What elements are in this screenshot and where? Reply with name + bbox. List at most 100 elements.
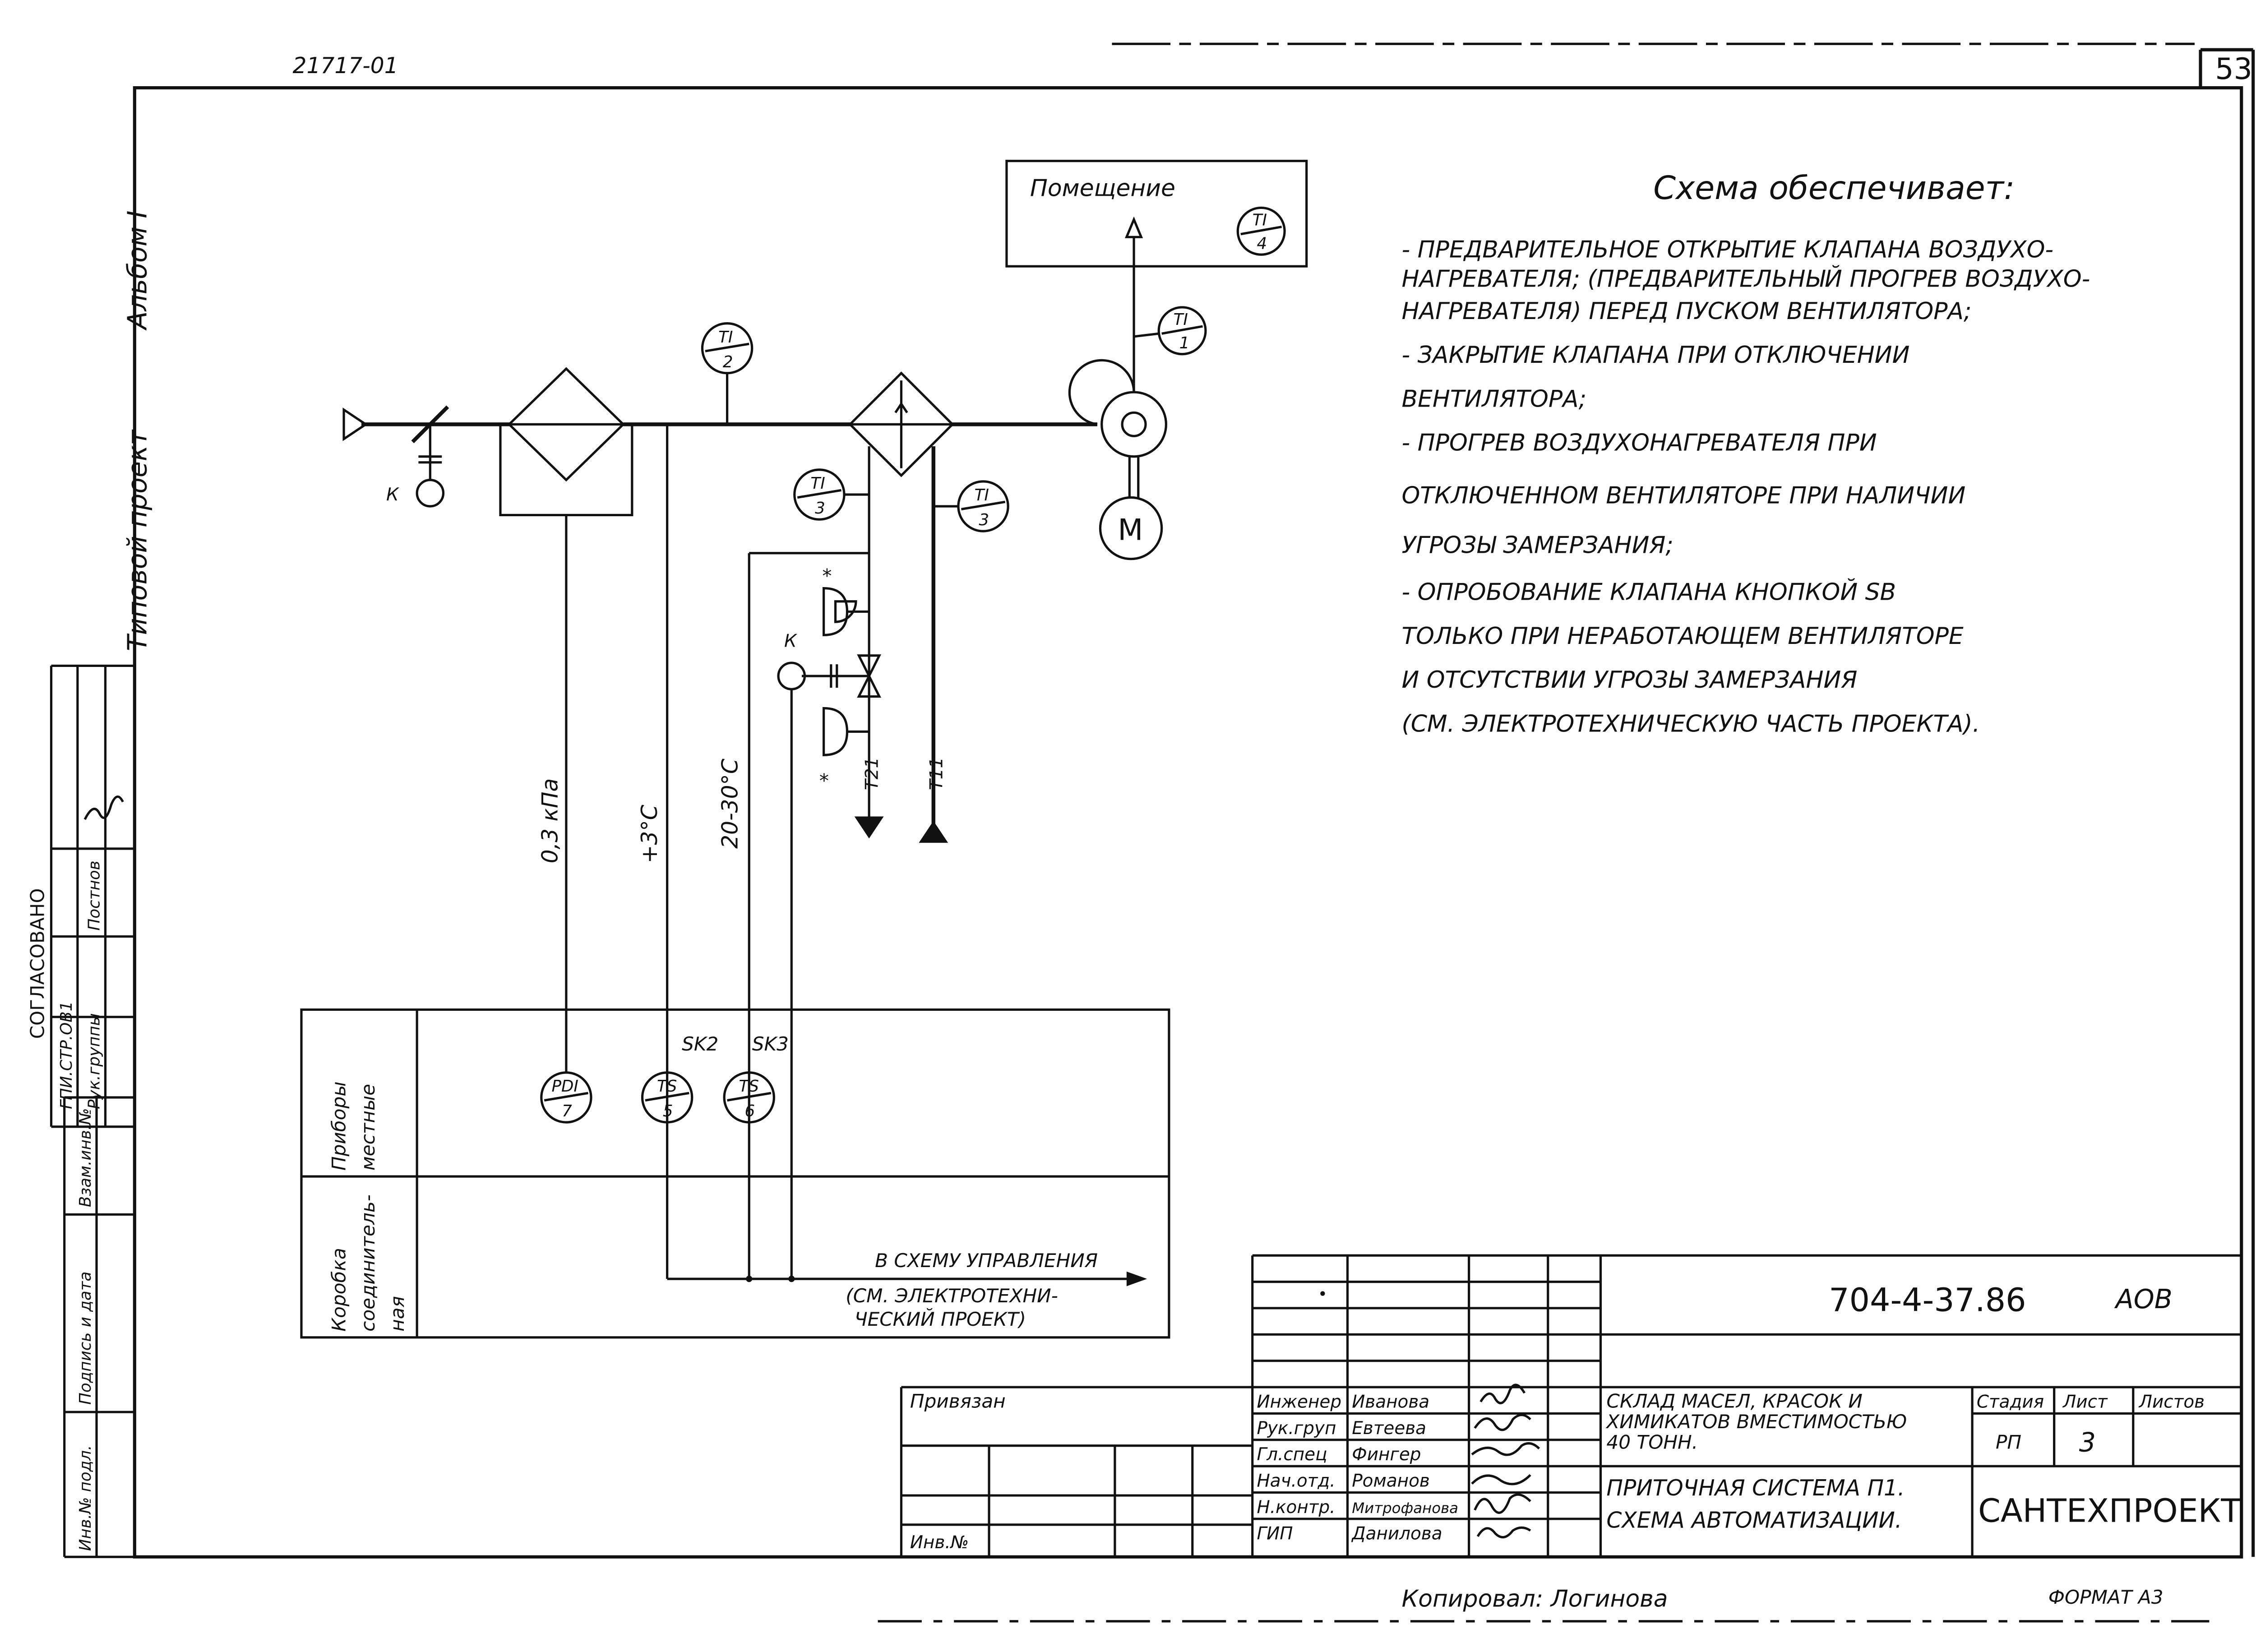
- side-title: Типовой проект: [122, 429, 153, 651]
- approval-strip: СОГЛАСОВАНО ГПИ.СТР.ОВ1 Рук.группы Постн…: [26, 664, 135, 1128]
- junction-box-line3: ная: [386, 1296, 408, 1332]
- valve-actuator-icon: [777, 662, 806, 690]
- approval-row2-name: Постнов: [85, 861, 104, 930]
- sk2-label: SK2: [682, 1033, 718, 1055]
- room-label: Помещение: [1030, 175, 1175, 202]
- signature-4: [1471, 1474, 1531, 1485]
- gauge-upper-star: *: [822, 565, 832, 587]
- stage-value: РП: [1996, 1431, 2021, 1453]
- stage-header: Стадия: [1977, 1392, 2044, 1412]
- bound-label: Привязан: [910, 1390, 1006, 1412]
- signal-frost-value: +3°С: [637, 805, 662, 863]
- sensor-t2-icon: [701, 322, 754, 375]
- notes-title: Схема обеспечивает:: [1653, 169, 2015, 207]
- notes-line-11: И ОТСУТСТВИИ УГРОЗЫ ЗАМЕРЗАНИЯ: [1401, 666, 1857, 694]
- notes-line-10: ТОЛЬКО ПРИ НЕРАБОТАЮЩЕМ ВЕНТИЛЯТОРЕ: [1401, 623, 1963, 650]
- sensor-t1-bottom: 1: [1179, 334, 1190, 352]
- instrument-ts5-bottom: 5: [663, 1102, 673, 1120]
- document-code: 704-4-37.86: [1829, 1281, 2026, 1319]
- fan-hub-icon: [1121, 411, 1147, 437]
- to-control-line2: (СМ. ЭЛЕКТРОТЕХНИ-: [846, 1285, 1058, 1307]
- notes-line-9: - ОПРОБОВАНИЕ КЛАПАНА КНОПКОЙ SB: [1401, 578, 1896, 606]
- page-number: 53: [2215, 52, 2252, 86]
- approval-row1-label: ГПИ.СТР.ОВ1: [57, 1001, 76, 1109]
- instrument-ts6-icon: [723, 1071, 775, 1124]
- object-line3: 40 ТОНН.: [1606, 1431, 1698, 1453]
- signature-1: [1479, 1384, 1526, 1404]
- paper-format: ФОРМАТ А3: [2048, 1586, 2164, 1608]
- sensor-t4-icon: [1236, 206, 1286, 256]
- name-5: Митрофанова: [1352, 1499, 1458, 1517]
- side-album: Альбом I: [122, 210, 153, 331]
- control-bus-arrow-icon: [1126, 1271, 1147, 1286]
- inner-frame: [133, 86, 2243, 1559]
- sheet-value: 3: [2079, 1427, 2096, 1458]
- sensor-t4-bottom: 4: [1257, 234, 1267, 253]
- gauge-lower-icon: [823, 707, 849, 756]
- sheets-header: Листов: [2138, 1392, 2205, 1412]
- document-mark: АОВ: [2114, 1284, 2173, 1314]
- notes-line-6: - ПРОГРЕВ ВОЗДУХОНАГРЕВАТЕЛЯ ПРИ: [1401, 430, 1877, 457]
- sensor-t2-top: TI: [718, 328, 733, 347]
- sk3-label: SK3: [752, 1033, 789, 1055]
- signal-return-value: 20-30°С: [717, 759, 743, 849]
- supply-arrow-icon: [1124, 216, 1143, 238]
- role-2: Рук.груп: [1257, 1418, 1336, 1439]
- notes-line-12: (СМ. ЭЛЕКТРОТЕХНИЧЕСКУЮ ЧАСТЬ ПРОЕКТА).: [1401, 710, 1980, 737]
- sheet-title-line1: ПРИТОЧНАЯ СИСТЕМА П1.: [1606, 1476, 1905, 1501]
- instrument-pdi-bottom: 7: [562, 1102, 572, 1120]
- notes-line-2: НАГРЕВАТЕЛЯ; (ПРЕДВАРИТЕЛЬНЫЙ ПРОГРЕВ ВО…: [1401, 265, 2090, 293]
- approval-title: СОГЛАСОВАНО: [26, 888, 48, 1039]
- notes-line-5: ВЕНТИЛЯТОРА;: [1401, 385, 1586, 412]
- process-diagram: Помещение TI 4 TI 1 К: [300, 160, 1308, 1339]
- sensor-t1-icon: [1157, 306, 1207, 356]
- sensor-t3a-top: TI: [810, 474, 825, 493]
- valve-label: К: [784, 631, 798, 651]
- motor-icon: [1099, 496, 1163, 560]
- sensor-t2-bottom: 2: [723, 353, 733, 371]
- stamp-original-inventory: Инв.№ подл.: [76, 1445, 95, 1551]
- to-control-line3: ЧЕСКИЙ ПРОЕКТ): [855, 1308, 1026, 1330]
- role-1: Инженер: [1257, 1392, 1341, 1412]
- instrument-ts5-icon: [641, 1071, 693, 1124]
- name-6: Данилова: [1351, 1523, 1442, 1544]
- notes-line-3: НАГРЕВАТЕЛЯ) ПЕРЕД ПУСКОМ ВЕНТИЛЯТОРА;: [1401, 298, 1971, 325]
- air-inlet-icon: [342, 407, 368, 441]
- object-line2: ХИМИКАТОВ ВМЕСТИМОСТЬЮ: [1605, 1411, 1907, 1433]
- copied-by: Копировал: Логинова: [1401, 1585, 1668, 1612]
- stamp-signature-date: Подпись и дата: [76, 1272, 95, 1405]
- company-name: САНТЕХПРОЕКТ: [1978, 1492, 2241, 1529]
- left-stamp-strip: Взам.инв.№ Подпись и дата Инв.№ подл.: [63, 1096, 135, 1558]
- sensor-t4-top: TI: [1253, 211, 1267, 229]
- gauge-lower-star: *: [819, 770, 829, 792]
- local-instruments-line2: местные: [357, 1084, 379, 1171]
- role-3: Гл.спец: [1257, 1444, 1327, 1465]
- signal-pdi-value: 0,3 кПа: [537, 778, 563, 864]
- approval-row2-label: Рук.группы: [85, 1013, 104, 1109]
- instrument-ts6-top: TS: [739, 1077, 759, 1096]
- motor-label: M: [1118, 514, 1143, 547]
- junction-box-line2: соединитель-: [357, 1194, 379, 1332]
- signature-2: [1474, 1414, 1531, 1431]
- fan-icon: [1100, 391, 1167, 458]
- sensor-t3a-bottom: 3: [815, 499, 825, 518]
- pipe-t21-label: Т21: [862, 757, 883, 790]
- return-pipe-arrow-icon: [919, 821, 948, 843]
- signature-6: [1476, 1526, 1531, 1539]
- title-block: Привязан Инв.№ Инженер Рук.груп Гл.спец …: [900, 1254, 2242, 1557]
- fan-casing: [1068, 359, 1135, 426]
- sensor-t3b-top: TI: [975, 486, 989, 504]
- damper-actuator-icon: [416, 479, 445, 508]
- room-box: [1005, 160, 1308, 268]
- name-1: Иванова: [1352, 1392, 1429, 1412]
- instrument-ts5-top: TS: [657, 1077, 677, 1096]
- supply-pipe-arrow-icon: [854, 816, 884, 839]
- object-line1: СКЛАД МАСЕЛ, КРАСОК И: [1606, 1390, 1862, 1412]
- instrument-pdi-icon: [540, 1071, 592, 1124]
- sensor-t3b-bottom: 3: [979, 511, 989, 529]
- approval-signature: [83, 796, 124, 820]
- signature-5: [1474, 1493, 1531, 1514]
- role-6: ГИП: [1257, 1523, 1293, 1544]
- local-instruments-line1: Приборы: [328, 1082, 350, 1171]
